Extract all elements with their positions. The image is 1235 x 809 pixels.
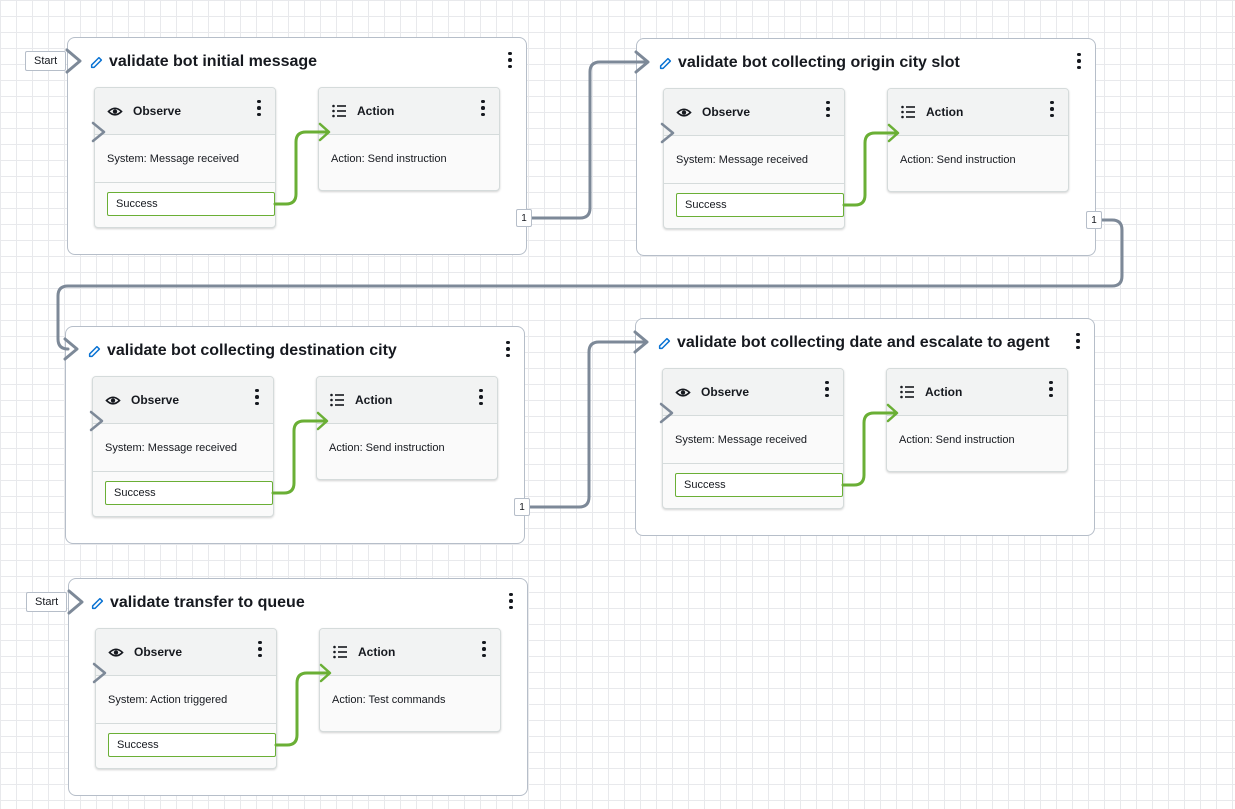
node-menu-icon[interactable] (1073, 51, 1085, 71)
node-title[interactable]: validate bot collecting destination city (107, 342, 397, 359)
list-icon (900, 385, 914, 399)
edit-pencil-icon[interactable] (91, 597, 104, 610)
observe-block[interactable]: Observe System: Message received Success (94, 87, 276, 228)
node-menu-icon[interactable] (504, 50, 516, 70)
success-branch[interactable]: Success (676, 193, 844, 217)
action-description: Action: Send instruction (331, 153, 447, 165)
eye-icon (105, 396, 121, 405)
action-block[interactable]: Action Action: Send instruction (886, 368, 1068, 472)
flow-connector (529, 60, 647, 220)
block-menu-icon[interactable] (1045, 379, 1057, 399)
action-block[interactable]: Action Action: Test commands (319, 628, 501, 732)
eye-icon (107, 107, 123, 116)
eye-icon (108, 648, 124, 657)
edit-pencil-icon[interactable] (658, 337, 671, 350)
observe-title: Observe (134, 645, 183, 659)
flow-node[interactable]: validate bot collecting origin city slot… (636, 38, 1096, 256)
block-menu-icon[interactable] (478, 639, 490, 659)
observe-description: System: Action triggered (108, 694, 228, 706)
edit-pencil-icon[interactable] (88, 345, 101, 358)
eye-icon (676, 108, 692, 117)
output-port-label[interactable]: 1 (1086, 211, 1102, 229)
output-port-label[interactable]: 1 (514, 498, 530, 516)
flow-connector (527, 340, 646, 509)
node-title[interactable]: validate bot initial message (109, 53, 318, 70)
observe-title: Observe (702, 105, 751, 119)
observe-description: System: Message received (675, 434, 808, 446)
start-label: Start (25, 51, 67, 71)
divider (664, 183, 844, 184)
success-branch[interactable]: Success (675, 473, 843, 497)
block-menu-icon[interactable] (251, 387, 263, 407)
action-title: Action (925, 385, 963, 399)
action-block[interactable]: Action Action: Send instruction (887, 88, 1069, 192)
divider (96, 723, 276, 724)
flow-node[interactable]: validate bot collecting date and escalat… (635, 318, 1095, 536)
block-menu-icon[interactable] (254, 639, 266, 659)
node-menu-icon[interactable] (505, 591, 517, 611)
output-port-label[interactable]: 1 (516, 209, 532, 227)
observe-title: Observe (133, 104, 182, 118)
block-menu-icon[interactable] (821, 379, 833, 399)
observe-title: Observe (131, 393, 180, 407)
action-title: Action (358, 645, 396, 659)
flow-node[interactable]: validate bot collecting destination city… (65, 326, 525, 544)
success-branch[interactable]: Success (107, 192, 275, 216)
observe-description: System: Message received (105, 442, 238, 454)
block-menu-icon[interactable] (1046, 99, 1058, 119)
divider (663, 463, 843, 464)
block-menu-icon[interactable] (822, 99, 834, 119)
block-menu-icon[interactable] (475, 387, 487, 407)
block-menu-icon[interactable] (253, 98, 265, 118)
observe-block[interactable]: Observe System: Message received Success (662, 368, 844, 509)
observe-block[interactable]: Observe System: Message received Success (92, 376, 274, 517)
node-menu-icon[interactable] (502, 339, 514, 359)
observe-block[interactable]: Observe System: Action triggered Success (95, 628, 277, 769)
action-description: Action: Send instruction (900, 154, 1016, 166)
action-title: Action (357, 104, 395, 118)
observe-title: Observe (701, 385, 750, 399)
action-title: Action (355, 393, 393, 407)
list-icon (332, 104, 346, 118)
observe-description: System: Message received (676, 154, 809, 166)
list-icon (333, 645, 347, 659)
edit-pencil-icon[interactable] (659, 57, 672, 70)
success-branch[interactable]: Success (105, 481, 273, 505)
success-branch[interactable]: Success (108, 733, 276, 757)
action-block[interactable]: Action Action: Send instruction (316, 376, 498, 480)
action-description: Action: Test commands (332, 694, 446, 706)
flow-node[interactable]: validate bot initial message Observe Sys… (67, 37, 527, 255)
action-title: Action (926, 105, 964, 119)
flow-node[interactable]: validate transfer to queue Observe Syste… (68, 578, 528, 796)
observe-description: System: Message received (107, 153, 240, 165)
node-menu-icon[interactable] (1072, 331, 1084, 351)
action-description: Action: Send instruction (329, 442, 445, 454)
node-title[interactable]: validate bot collecting date and escalat… (677, 334, 1050, 351)
divider (95, 182, 275, 183)
start-label: Start (26, 592, 68, 612)
action-description: Action: Send instruction (899, 434, 1015, 446)
node-title[interactable]: validate transfer to queue (110, 594, 305, 611)
list-icon (901, 105, 915, 119)
block-menu-icon[interactable] (477, 98, 489, 118)
divider (93, 471, 273, 472)
eye-icon (675, 388, 691, 397)
observe-block[interactable]: Observe System: Message received Success (663, 88, 845, 229)
node-title[interactable]: validate bot collecting origin city slot (678, 54, 960, 71)
list-icon (330, 393, 344, 407)
action-block[interactable]: Action Action: Send instruction (318, 87, 500, 191)
edit-pencil-icon[interactable] (90, 56, 103, 69)
